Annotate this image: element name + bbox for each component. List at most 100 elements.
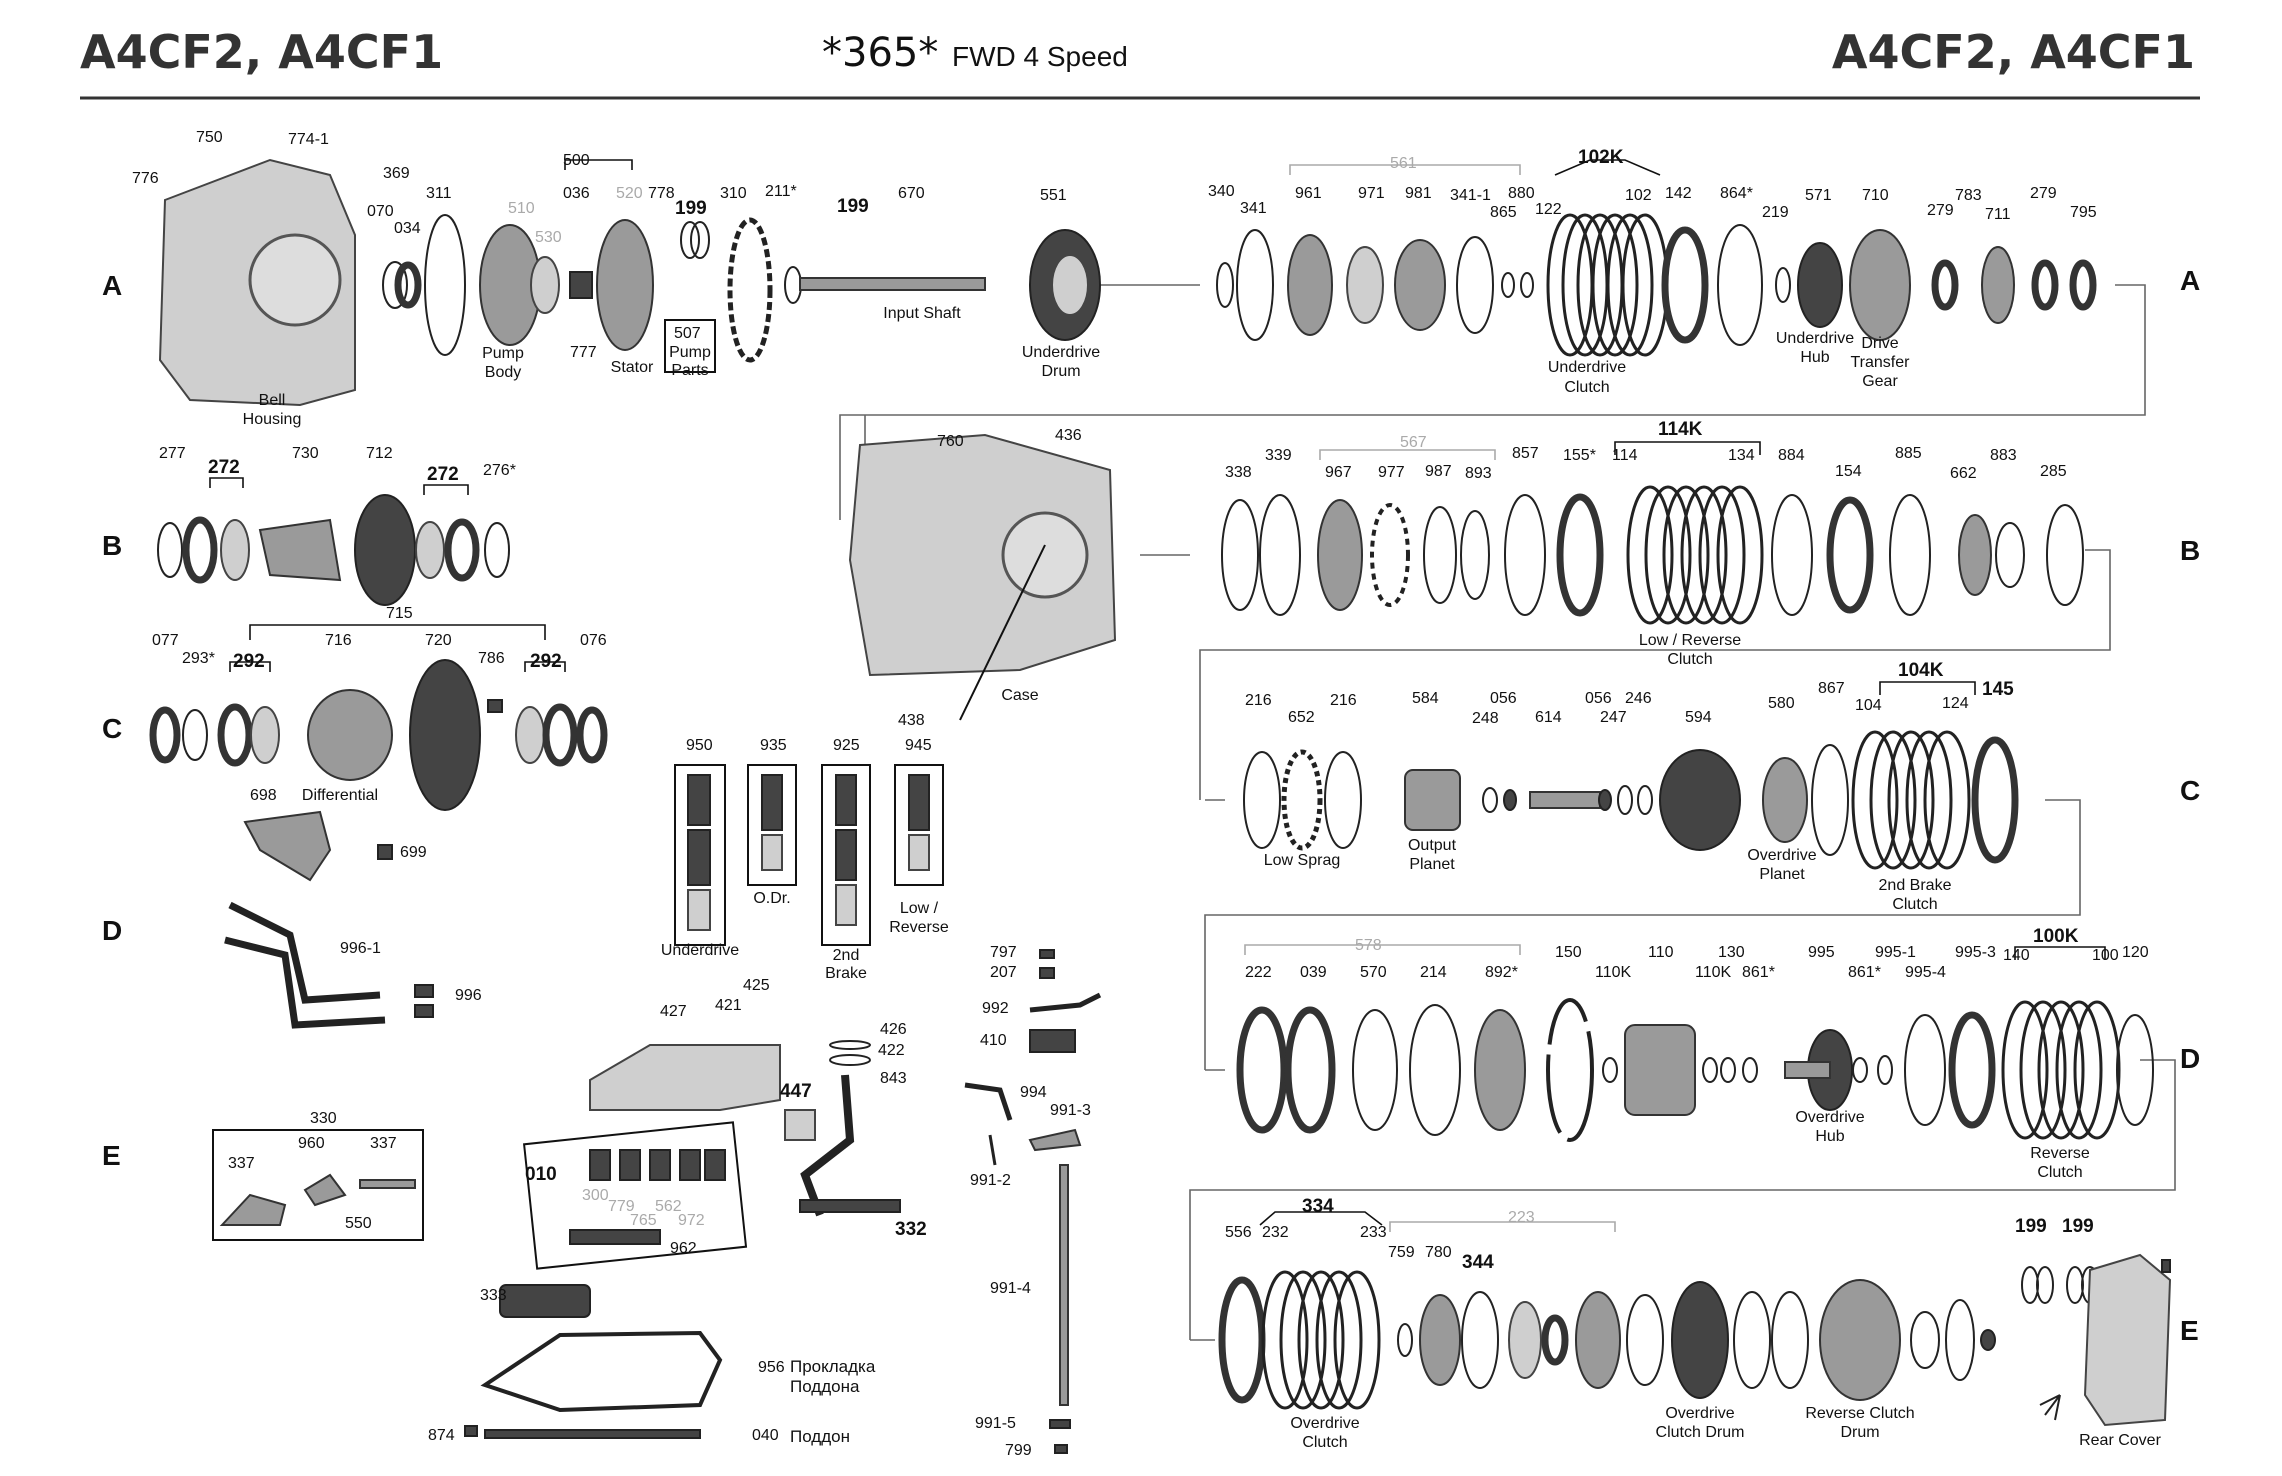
part-num-874: 150 — [1555, 944, 1582, 961]
part-num-247: 247 — [1600, 709, 1627, 726]
stator-shape — [596, 219, 654, 351]
label-underdrive-spring: Underdrive — [661, 942, 739, 959]
part-num-945: 945 — [905, 737, 932, 754]
part-num-996-1: 996-1 — [340, 940, 381, 957]
row-letter-b-right: B — [2180, 535, 2200, 566]
part-num-994: 994 — [1020, 1084, 1047, 1101]
part-344-bolts — [2039, 1394, 2061, 1421]
part-410-shape — [1029, 1029, 1076, 1053]
reverse-clutch-pack — [2001, 1000, 2121, 1140]
overdrive-planet-shape — [1762, 757, 1808, 843]
part-num-995-1: 960 — [298, 1135, 325, 1152]
row-c-parts-left — [149, 659, 608, 811]
part-447-connector — [799, 1199, 901, 1213]
part-311-ring — [424, 214, 466, 356]
label-differential: Differential — [302, 787, 378, 804]
part-num-777: 777 — [570, 344, 597, 361]
label-overdrive-hub-1: Overdrive — [1795, 1109, 1864, 1126]
row-letter-e-left: E — [102, 1140, 121, 1171]
part-971-spring — [1346, 246, 1384, 324]
part-num-560: 223 — [1508, 1209, 1535, 1226]
part-num-040-b: 110K — [1695, 964, 1732, 981]
part-340-ring — [1216, 262, 1234, 308]
pump-parts-box — [664, 319, 716, 373]
row-d-parts-left — [224, 810, 434, 1029]
differential-shape — [307, 689, 393, 781]
part-num-578: 110 — [1648, 944, 1674, 961]
part-num-750: 750 — [196, 129, 223, 146]
transmission-subtitle: FWD 4 Speed — [952, 41, 1128, 72]
part-779-bolt — [464, 1425, 478, 1437]
part-799-shape — [1054, 1444, 1068, 1454]
part-991-3-shape — [1028, 1128, 1082, 1152]
label-pump-body-2: Body — [485, 364, 521, 381]
part-765-pan — [484, 1429, 701, 1439]
bracket-561 — [1289, 164, 1521, 175]
part-num-124: 124 — [1942, 695, 1969, 712]
part-num-010: 333 — [480, 1287, 507, 1304]
part-num-110k: 100K — [2033, 926, 2079, 947]
case-bore — [1001, 511, 1089, 599]
part-num-760: 760 — [937, 433, 964, 450]
label-bell-housing-1: Bell — [259, 392, 286, 409]
part-num-594: 594 — [1685, 709, 1712, 726]
label-odr-spring: O.Dr. — [753, 890, 790, 907]
row-b-parts — [157, 433, 2084, 721]
part-num-279-a: 279 — [1927, 202, 1954, 219]
part-num-154: 154 — [1835, 463, 1862, 480]
label-overdrive-hub-2: Hub — [1815, 1128, 1844, 1145]
part-num-199-b: 199 — [837, 196, 869, 217]
part-num-216-b: 216 — [1330, 692, 1357, 709]
part-num-962: 039 — [1300, 964, 1327, 981]
second-brake-clutch-pack — [1851, 730, 1971, 870]
low-reverse-clutch-pack — [1626, 485, 1764, 625]
rear-cover-shape — [2083, 1253, 2172, 1427]
label-overdrive-planet-2: Planet — [1759, 866, 1805, 883]
part-num-211: 211* — [765, 183, 797, 200]
row-letter-c-right: C — [2180, 775, 2200, 806]
part-341-1-ring — [1456, 236, 1494, 334]
part-num-347: 422 — [878, 1042, 905, 1059]
part-num-140: 556 — [1225, 1224, 1252, 1241]
part-num-977: 977 — [1378, 464, 1405, 481]
part-num-716: 716 — [325, 632, 352, 649]
row-letter-a-left: A — [102, 270, 122, 301]
part-num-551: 551 — [1040, 187, 1067, 204]
part-num-337a: 344 — [1462, 1252, 1494, 1273]
part-num-584: 584 — [1412, 690, 1439, 707]
part-num-311: 311 — [426, 185, 452, 202]
part-864-ring — [1717, 224, 1763, 346]
label-reverse-clutch-drum-2: Drum — [1840, 1424, 1879, 1441]
label-drive-transfer-gear-2: Transfer — [1851, 354, 1911, 371]
part-num-562: 578 — [1355, 937, 1382, 954]
part-num-996: 996 — [455, 987, 482, 1004]
input-shaft-shape — [799, 277, 986, 291]
part-034-seal — [394, 261, 422, 309]
row-letter-e-right: E — [2180, 1315, 2199, 1346]
part-num-857: 857 — [1512, 445, 1539, 462]
part-865-ring — [1501, 272, 1515, 298]
overdrive-clutch-pack — [1261, 1270, 1381, 1410]
part-996-1-tube-b — [224, 936, 386, 1029]
bracket-104k — [1879, 681, 1976, 695]
bracket-500 — [564, 159, 633, 170]
part-num-285: 285 — [2040, 463, 2067, 480]
part-num-662: 662 — [1950, 465, 1977, 482]
label-pan-ru: Поддон — [790, 1427, 850, 1446]
part-711-bearing — [1981, 246, 2015, 324]
part-num-104: 104 — [1855, 697, 1882, 714]
part-num-332: 570 — [1360, 964, 1387, 981]
label-drive-transfer-gear-3: Gear — [1862, 373, 1898, 390]
part-num-992: 992 — [982, 1000, 1009, 1017]
part-843-harness — [569, 1229, 661, 1245]
part-420-box — [522, 1121, 748, 1270]
part-num-865: 865 — [1490, 204, 1517, 221]
part-699-shape — [377, 844, 393, 860]
part-num-567: 567 — [1400, 434, 1427, 451]
part-num-110: 140 — [2003, 947, 2030, 964]
reverse-clutch-drum-shape — [1819, 1279, 1901, 1401]
label-pump-body-1: Pump — [482, 345, 524, 362]
part-num-199-a: 199 — [675, 198, 707, 219]
bracket-292-b — [524, 661, 566, 672]
part-num-340: 340 — [1208, 183, 1235, 200]
